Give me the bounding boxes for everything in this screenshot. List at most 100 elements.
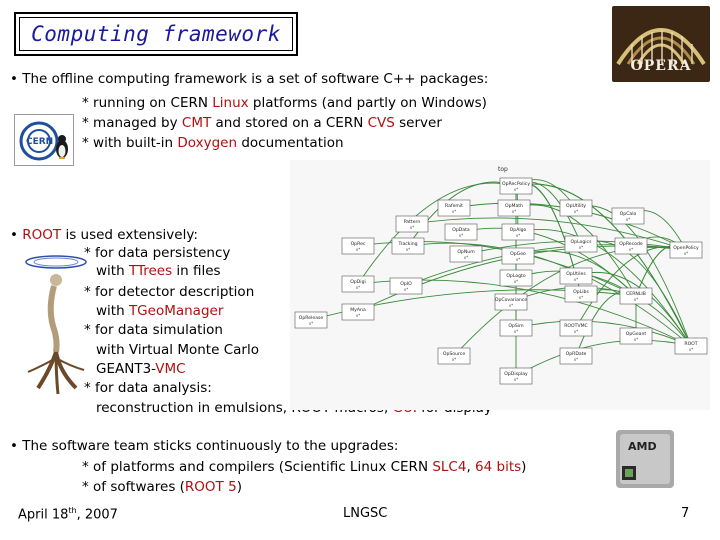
- cern-logo: CERN: [14, 114, 74, 166]
- highlight-root5: ROOT 5: [184, 479, 237, 495]
- svg-text:v*: v*: [452, 209, 456, 214]
- amd-chip-image: AMD: [616, 430, 674, 488]
- svg-text:v*: v*: [410, 225, 414, 230]
- diagram-node-label: OpLogto: [506, 273, 526, 279]
- svg-text:v*: v*: [514, 279, 518, 284]
- svg-text:v*: v*: [579, 245, 583, 250]
- diagram-node-label: OpAlgo: [510, 227, 527, 233]
- diagram-node-label: OpIO: [400, 281, 412, 287]
- footer-date: April 18th, 2007: [18, 506, 118, 522]
- diagram-node-label: OpDigi: [350, 279, 366, 285]
- svg-text:v*: v*: [404, 287, 408, 292]
- svg-text:v*: v*: [356, 285, 360, 290]
- svg-text:v*: v*: [629, 247, 633, 252]
- text-segment: ,: [466, 459, 476, 475]
- title-box: Computing framework: [14, 12, 298, 56]
- svg-text:v*: v*: [574, 277, 578, 282]
- dependency-edge: [515, 320, 692, 347]
- diagram-node-label: OpRDate: [566, 351, 587, 357]
- text-segment: * of softwares (: [82, 479, 185, 495]
- diagram-node-label: OpNum: [457, 249, 475, 255]
- highlight-root: ROOT: [22, 227, 62, 243]
- text-segment: th: [68, 506, 77, 515]
- highlight-slc4: SLC4: [432, 459, 467, 475]
- amd-chip-label: AMD: [628, 440, 657, 453]
- diagram-node-label: ROOT: [684, 341, 697, 347]
- opera-logo-label: OPERA: [630, 58, 692, 74]
- root-detector: * for detector description: [84, 284, 255, 300]
- page-number: 7: [681, 506, 690, 521]
- highlight-64bits: 64 bits: [475, 459, 522, 475]
- highlight-tgeomanager: TGeoManager: [128, 303, 224, 319]
- diagram-node-label: OpRecode: [619, 241, 643, 247]
- diagram-node-label: OpenPolicy: [673, 245, 699, 251]
- highlight-doxygen: Doxygen: [177, 135, 238, 151]
- svg-text:v*: v*: [406, 247, 410, 252]
- diagram-node-label: ROOTVMC: [564, 323, 588, 329]
- svg-text:v*: v*: [514, 187, 518, 192]
- text-segment: * with built-in: [82, 135, 178, 151]
- dependency-edge: [405, 244, 687, 287]
- svg-text:v*: v*: [574, 209, 578, 214]
- svg-text:v*: v*: [509, 303, 513, 308]
- diagram-node-label: OpSim: [508, 323, 524, 329]
- svg-text:v*: v*: [512, 209, 516, 214]
- svg-text:v*: v*: [574, 357, 578, 362]
- text-segment: GEANT3-: [96, 361, 156, 377]
- root-persistency-detail: with TTrees in files: [96, 262, 221, 280]
- diagram-node-label: OpLibs: [573, 289, 589, 295]
- highlight-vmc: VMC: [155, 361, 186, 377]
- dependency-edge: [411, 217, 687, 251]
- svg-text:v*: v*: [626, 217, 630, 222]
- slide-title: Computing framework: [31, 22, 281, 46]
- upgrades-softwares: * of softwares (ROOT 5): [82, 478, 242, 496]
- text-segment: and stored on a CERN: [211, 115, 368, 131]
- svg-text:v*: v*: [634, 297, 638, 302]
- bullet-framework-cmt: * managed by CMT and stored on a CERN CV…: [82, 114, 442, 132]
- svg-text:v*: v*: [579, 295, 583, 300]
- diagram-node-label: CERNLIB: [626, 291, 646, 297]
- dependency-edge: [515, 183, 692, 347]
- upgrades-platforms: * of platforms and compilers (Scientific…: [82, 458, 526, 476]
- text-segment: with: [96, 263, 129, 279]
- svg-text:v*: v*: [689, 347, 693, 352]
- svg-text:v*: v*: [459, 233, 463, 238]
- svg-text:v*: v*: [574, 329, 578, 334]
- bullet-framework-linux: * running on CERN Linux platforms (and p…: [82, 94, 487, 112]
- diagram-node-label: Tracking: [397, 241, 417, 247]
- bullet-framework: • The offline computing framework is a s…: [10, 71, 489, 87]
- text-segment: * managed by: [82, 115, 182, 131]
- diagram-node-label: OpCovariance: [495, 297, 528, 303]
- diagram-node-label: OpDisplay: [504, 371, 528, 377]
- text-segment: * running on CERN: [82, 95, 213, 111]
- diagram-node-label: Pattern: [404, 219, 421, 225]
- bullet-upgrades: • The software team sticks continuously …: [10, 438, 399, 454]
- highlight-linux: Linux: [212, 95, 249, 111]
- diagram-node-label: OpRec: [351, 241, 366, 247]
- diagram-node-label: OpMath: [505, 203, 523, 209]
- diagram-node-label: OpRelease: [299, 315, 324, 321]
- opera-logo: OPERA: [612, 6, 710, 82]
- diagram-node-label: OpSource: [443, 351, 465, 357]
- text-segment: ): [236, 479, 242, 495]
- root-analysis: * for data analysis:: [84, 380, 212, 396]
- bullet-root: • ROOT is used extensively:: [10, 226, 198, 244]
